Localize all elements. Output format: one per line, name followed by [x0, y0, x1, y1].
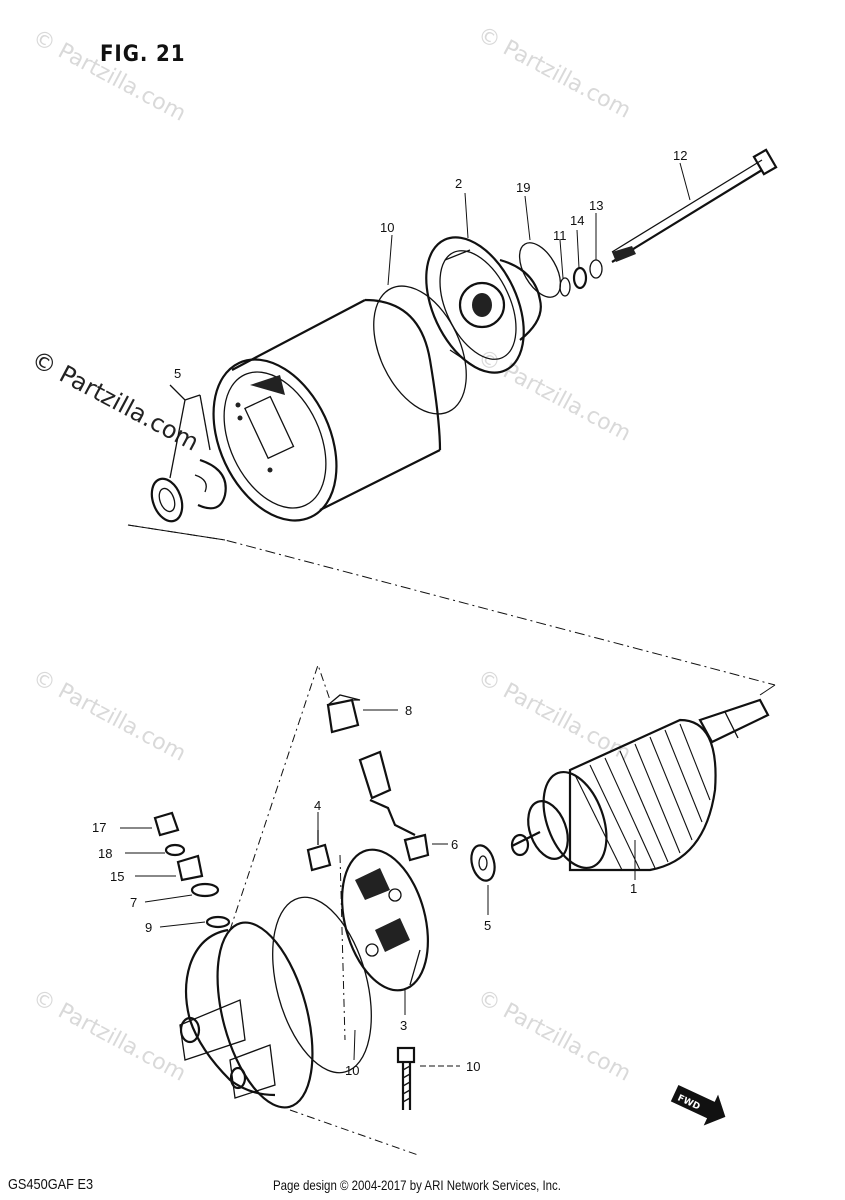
callout-17: 17 — [92, 820, 106, 835]
washer — [205, 915, 231, 929]
callout-7: 7 — [130, 895, 137, 910]
callout-16: 10 — [466, 1059, 480, 1074]
callout-3: 3 — [400, 1018, 407, 1033]
callout-18: 18 — [98, 846, 112, 861]
o-ring — [272, 896, 372, 1074]
callout-4: 4 — [314, 798, 321, 813]
through-bolt — [611, 148, 778, 263]
callout-14: 14 — [570, 213, 584, 228]
brush-bracket — [358, 750, 430, 862]
callout-2: 2 — [455, 176, 462, 191]
washer — [589, 259, 603, 279]
callout-10: 10 — [345, 1063, 359, 1078]
page-credit: Page design © 2004-2017 by ARI Network S… — [273, 1177, 561, 1193]
washer — [559, 277, 571, 297]
callout-6: 6 — [451, 837, 458, 852]
callout-12: 12 — [673, 148, 687, 163]
brush — [306, 843, 332, 872]
figure-title: FIG. 21 — [100, 42, 186, 67]
o-ring — [373, 285, 467, 415]
model-code: GS450GAF E3 — [8, 1176, 94, 1193]
thrust-washer — [470, 844, 496, 882]
washer — [164, 843, 186, 857]
assembly-axis — [127, 524, 776, 686]
nut — [153, 811, 180, 837]
callout-5: 5 — [484, 918, 491, 933]
circlip — [197, 458, 227, 510]
armature — [510, 698, 770, 872]
end-cover — [425, 236, 542, 374]
terminal — [326, 698, 360, 734]
callout-1: 1 — [630, 881, 637, 896]
callout-8: 8 — [405, 703, 412, 718]
callout-11: 11 — [553, 228, 567, 243]
callout-13: 13 — [589, 198, 603, 213]
insulator — [176, 854, 204, 882]
callout-15: 15 — [110, 869, 124, 884]
callout-9: 9 — [145, 920, 152, 935]
screw — [396, 1046, 416, 1110]
washer — [190, 882, 220, 898]
callout-5: 5 — [174, 366, 181, 381]
motor-housing — [212, 298, 442, 522]
brush-holder-plate — [341, 848, 429, 992]
commutator-end-housing — [179, 921, 314, 1109]
o-ring — [518, 242, 562, 298]
shim-washer — [150, 477, 184, 523]
leader-lines — [120, 162, 691, 1067]
callout-10: 10 — [380, 220, 394, 235]
washer — [572, 266, 588, 290]
callout-19: 19 — [516, 180, 530, 195]
fwd-arrow-icon: FWD — [670, 1085, 726, 1126]
